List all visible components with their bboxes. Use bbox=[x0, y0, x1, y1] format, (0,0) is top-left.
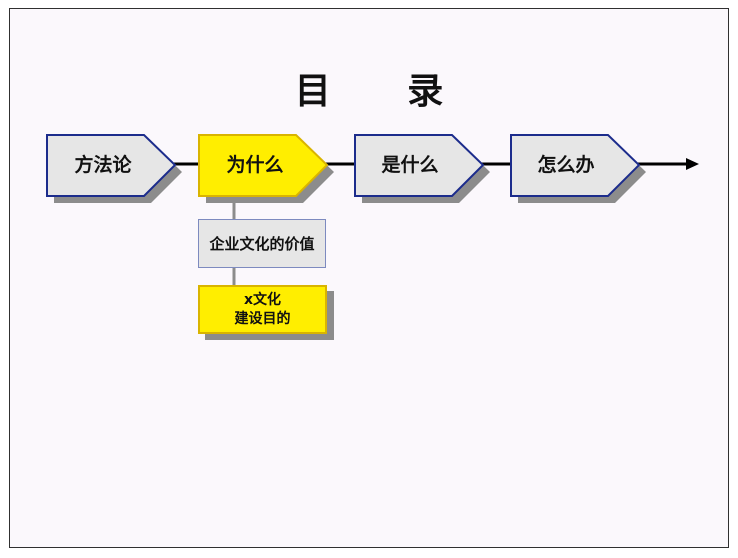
step-arrow-methodology[interactable] bbox=[46, 134, 177, 197]
page-title: 目 录 bbox=[294, 71, 476, 112]
slide-frame bbox=[9, 8, 729, 548]
step-arrow-how[interactable] bbox=[510, 134, 641, 197]
step-arrow-what[interactable] bbox=[354, 134, 485, 197]
step-label-how: 怎么办 bbox=[537, 153, 594, 176]
sub-item-construction-purpose[interactable]: x文化 建设目的 bbox=[198, 285, 327, 334]
timeline-arrowhead bbox=[686, 158, 699, 170]
sub-item-label-line-2: 建设目的 bbox=[234, 310, 291, 327]
step-label-methodology: 方法论 bbox=[74, 153, 132, 176]
step-label-what: 是什么 bbox=[381, 153, 438, 176]
sub-item-culture-value[interactable]: 企业文化的价值 bbox=[198, 219, 326, 268]
step-label-why: 为什么 bbox=[226, 153, 283, 176]
step-arrow-why[interactable] bbox=[198, 134, 329, 197]
sub-item-label-line-1: x文化 bbox=[243, 291, 282, 308]
sub-item-label: 企业文化的价值 bbox=[209, 235, 315, 253]
